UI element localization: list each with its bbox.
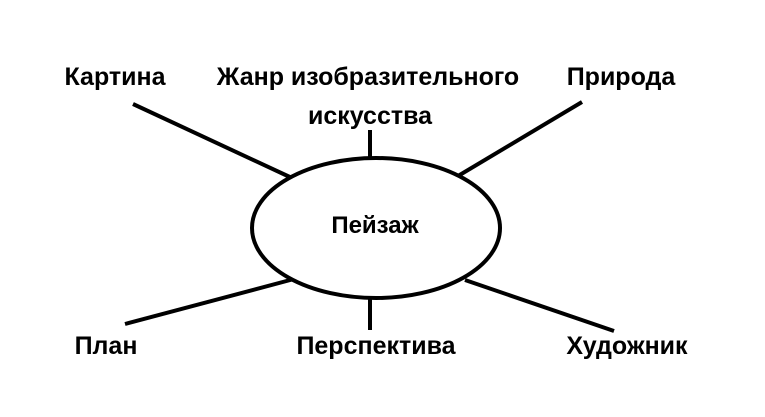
- center-label: Пейзаж: [331, 212, 419, 239]
- connector-bottom-right: [464, 278, 615, 333]
- connector-top-right: [456, 100, 584, 178]
- node-bottom-center: Перспектива: [296, 332, 456, 360]
- connector-bottom-left: [124, 277, 295, 326]
- node-top-center-line2: искусства: [308, 102, 433, 130]
- node-bottom-right: Художник: [566, 332, 688, 360]
- connector-top-left: [132, 102, 293, 180]
- node-top-right: Природа: [567, 63, 677, 91]
- node-bottom-left: План: [75, 332, 138, 360]
- node-top-center-line1: Жанр изобразительного: [216, 63, 519, 91]
- node-top-left: Картина: [64, 63, 166, 91]
- center-ellipse: [250, 156, 502, 300]
